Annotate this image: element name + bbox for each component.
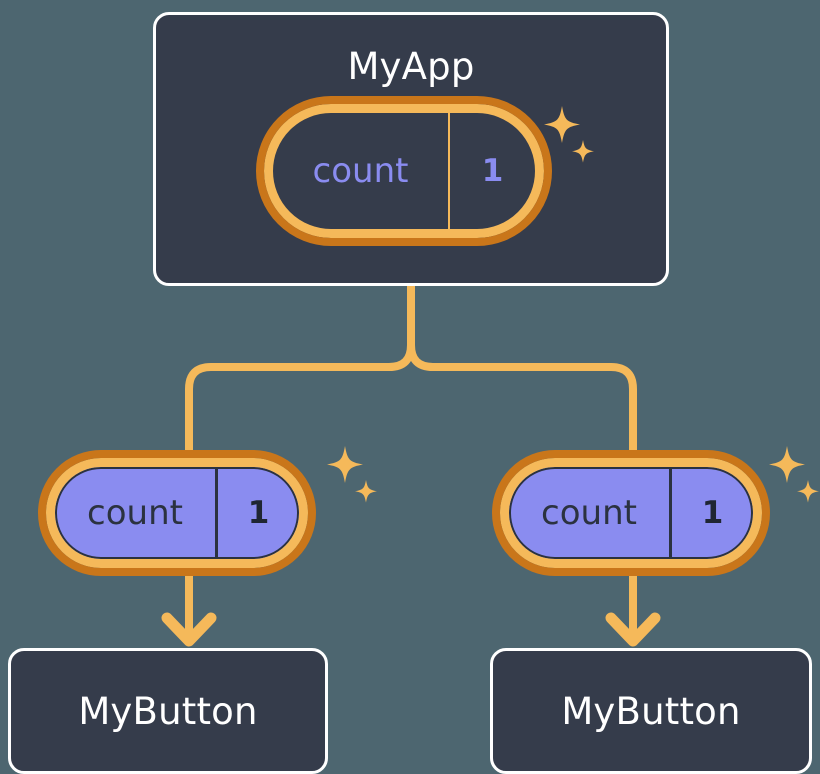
sparkle-badge-right <box>769 446 819 503</box>
state-pill-myapp[interactable]: count 1 <box>256 96 552 246</box>
connector-branch-left <box>185 341 415 464</box>
state-pill-value: 1 <box>448 113 535 229</box>
component-card-mybutton-right[interactable]: MyButton <box>490 648 812 774</box>
state-pill-key: count <box>87 493 183 533</box>
state-pill-key: count <box>312 151 409 191</box>
arrow-head-right <box>605 612 661 647</box>
component-title-mybutton-right: MyButton <box>561 689 741 733</box>
connector-branch-right <box>407 341 637 464</box>
sparkle-small-icon <box>355 480 377 503</box>
sparkle-large-icon <box>327 446 363 483</box>
arrow-head-left <box>161 612 217 647</box>
state-pill-value: 1 <box>669 467 753 559</box>
component-title-mybutton-left: MyButton <box>78 689 258 733</box>
sparkle-small-icon <box>797 480 819 503</box>
state-pill-right[interactable]: count 1 <box>492 450 770 576</box>
state-pill-body: count 1 <box>492 450 770 576</box>
component-title-myapp: MyApp <box>347 45 475 88</box>
component-card-mybutton-left[interactable]: MyButton <box>8 648 328 774</box>
state-pill-left[interactable]: count 1 <box>38 450 316 576</box>
state-pill-value: 1 <box>215 467 299 559</box>
state-pill-key: count <box>541 493 637 533</box>
sparkle-large-icon <box>769 446 805 483</box>
state-pill-body: count 1 <box>38 450 316 576</box>
sparkle-badge-left <box>327 446 377 503</box>
state-pill-body: count 1 <box>256 96 552 246</box>
